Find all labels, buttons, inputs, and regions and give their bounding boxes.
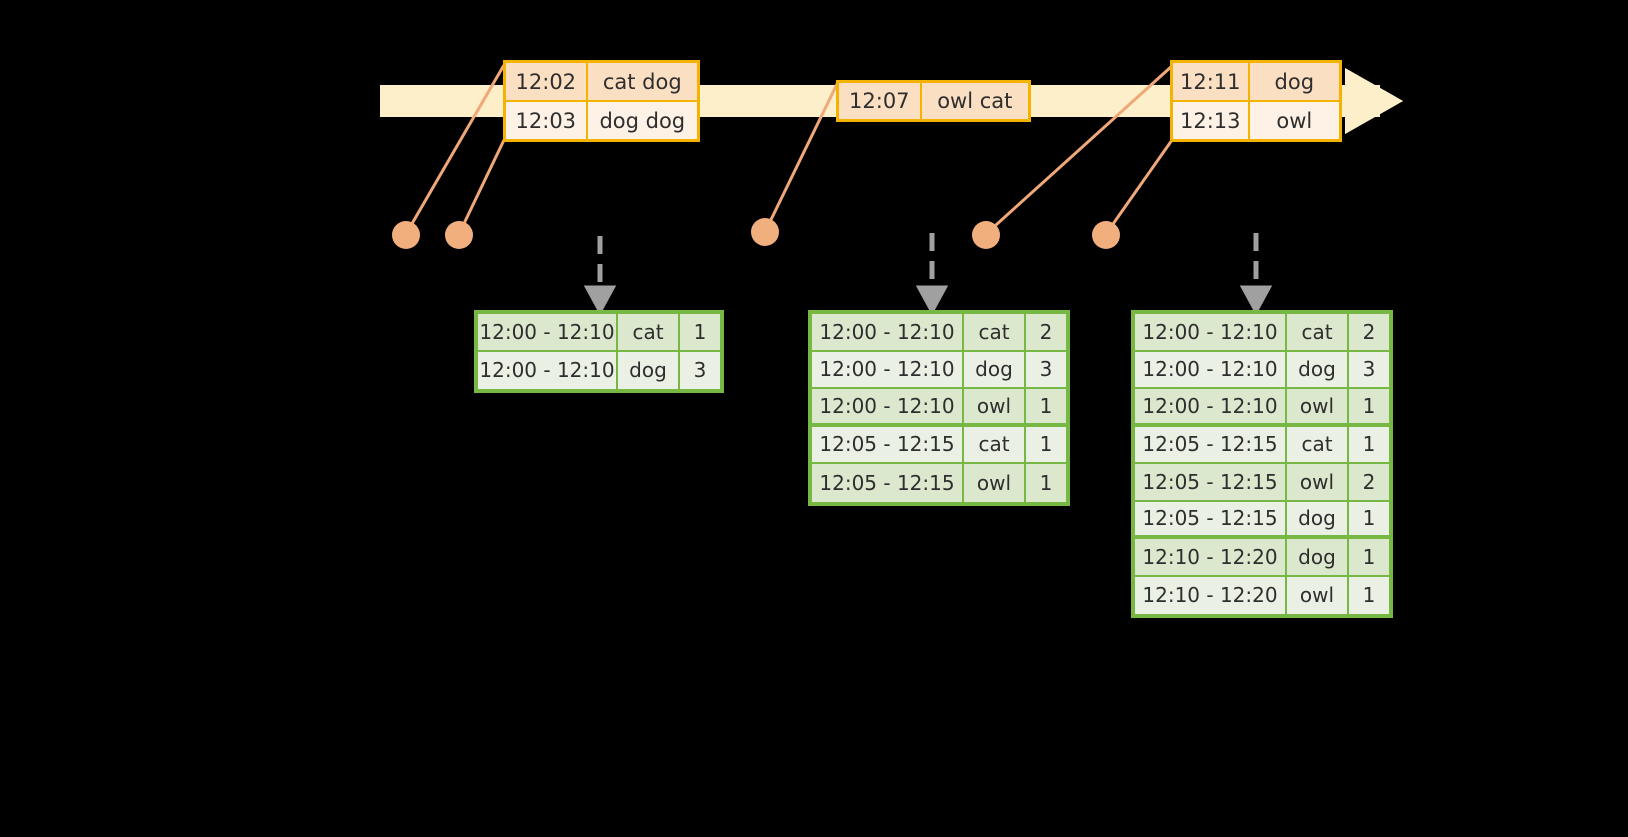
event-dot-1203 [445,221,473,249]
table-row[interactable]: 12:05 - 12:15 cat 1 [812,426,1066,464]
window-cell: 12:00 - 12:10 [1135,389,1287,427]
event-group-2[interactable]: 12:07 owl cat [836,80,1031,122]
table-row[interactable]: 12:00 - 12:10 dog 3 [812,351,1066,389]
event-time: 12:07 [839,83,922,119]
dashed-arrows [583,233,1273,316]
event-time: 12:11 [1173,63,1250,100]
table-row[interactable]: 12:00 - 12:10 dog 3 [1135,351,1389,389]
window-cell: 12:10 - 12:20 [1135,539,1287,577]
word-cell: cat [964,314,1026,352]
dashed-arrow-3 [1239,233,1273,316]
connector-line-1203 [457,139,506,235]
window-cell: 12:00 - 12:10 [812,351,964,389]
count-cell: 1 [1349,576,1389,614]
window-cell: 12:10 - 12:20 [1135,576,1287,614]
window-count-table-3[interactable]: 12:00 - 12:10 cat 2 12:00 - 12:10 dog 3 … [1131,310,1393,618]
count-cell: 3 [1349,351,1389,389]
event-dot-1213 [1092,221,1120,249]
table-row[interactable]: 12:00 - 12:10 cat 1 [478,314,720,352]
window-cell: 12:00 - 12:10 [1135,351,1287,389]
event-dot-1211 [972,221,1000,249]
event-row[interactable]: 12:11 dog [1173,63,1339,100]
count-cell: 1 [1026,389,1066,427]
table-row[interactable]: 12:00 - 12:10 cat 2 [812,314,1066,352]
window-count-table-1[interactable]: 12:00 - 12:10 cat 1 12:00 - 12:10 dog 3 [474,310,724,393]
table-row[interactable]: 12:05 - 12:15 dog 1 [1135,501,1389,539]
window-cell: 12:00 - 12:10 [478,314,618,352]
window-cell: 12:00 - 12:10 [812,389,964,427]
event-dot-1207 [751,218,779,246]
word-cell: cat [618,314,680,352]
word-cell: dog [1287,539,1349,577]
table-row[interactable]: 12:05 - 12:15 owl 2 [1135,464,1389,502]
window-cell: 12:05 - 12:15 [812,464,964,502]
count-cell: 1 [1026,464,1066,502]
count-cell: 2 [1349,464,1389,502]
event-time: 12:02 [506,63,588,100]
word-cell: owl [964,389,1026,427]
word-cell: cat [1287,314,1349,352]
word-cell: dog [618,351,680,389]
word-cell: dog [964,351,1026,389]
word-cell: cat [964,426,1026,464]
count-cell: 1 [680,314,720,352]
count-cell: 2 [1026,314,1066,352]
event-words: dog dog [587,102,697,139]
count-cell: 1 [1349,539,1389,577]
count-cell: 2 [1349,314,1389,352]
table-row[interactable]: 12:00 - 12:10 dog 3 [478,351,720,389]
count-cell: 1 [1349,389,1389,427]
event-row[interactable]: 12:07 owl cat [839,83,1028,119]
window-cell: 12:05 - 12:15 [812,426,964,464]
event-dot-1202 [392,221,420,249]
table-row[interactable]: 12:05 - 12:15 cat 1 [1135,426,1389,464]
event-time: 12:03 [506,102,588,139]
count-cell: 3 [680,351,720,389]
table-row[interactable]: 12:10 - 12:20 dog 1 [1135,539,1389,577]
table-row[interactable]: 12:00 - 12:10 owl 1 [812,389,1066,427]
event-group-3[interactable]: 12:11 dog 12:13 owl [1170,60,1342,142]
window-cell: 12:00 - 12:10 [478,351,618,389]
window-cell: 12:05 - 12:15 [1135,464,1287,502]
event-words: cat dog [587,63,697,100]
window-cell: 12:00 - 12:10 [1135,314,1287,352]
event-group-1[interactable]: 12:02 cat dog 12:03 dog dog [503,60,700,142]
event-words: owl cat [921,83,1028,119]
count-cell: 1 [1026,426,1066,464]
connector-line-1207 [763,81,840,233]
event-row[interactable]: 12:13 owl [1173,100,1339,139]
event-words: owl [1249,102,1339,139]
event-time: 12:13 [1173,102,1250,139]
event-row[interactable]: 12:02 cat dog [506,63,697,100]
word-cell: owl [1287,389,1349,427]
word-cell: cat [1287,426,1349,464]
connector-line-1213 [1104,139,1174,235]
word-cell: dog [1287,351,1349,389]
event-words: dog [1249,63,1339,100]
event-dots [392,218,1120,249]
window-count-table-2[interactable]: 12:00 - 12:10 cat 2 12:00 - 12:10 dog 3 … [808,310,1070,506]
window-cell: 12:05 - 12:15 [1135,501,1287,539]
dashed-arrow-2 [915,233,949,316]
table-row[interactable]: 12:10 - 12:20 owl 1 [1135,576,1389,614]
dashed-arrow-1 [583,236,617,316]
connector-line-1202 [404,64,506,235]
table-row[interactable]: 12:05 - 12:15 owl 1 [812,464,1066,502]
word-cell: owl [1287,576,1349,614]
event-row[interactable]: 12:03 dog dog [506,100,697,139]
count-cell: 1 [1349,426,1389,464]
count-cell: 1 [1349,501,1389,539]
table-row[interactable]: 12:00 - 12:10 cat 2 [1135,314,1389,352]
word-cell: dog [1287,501,1349,539]
table-row[interactable]: 12:00 - 12:10 owl 1 [1135,389,1389,427]
count-cell: 3 [1026,351,1066,389]
window-cell: 12:00 - 12:10 [812,314,964,352]
word-cell: owl [1287,464,1349,502]
window-cell: 12:05 - 12:15 [1135,426,1287,464]
word-cell: owl [964,464,1026,502]
